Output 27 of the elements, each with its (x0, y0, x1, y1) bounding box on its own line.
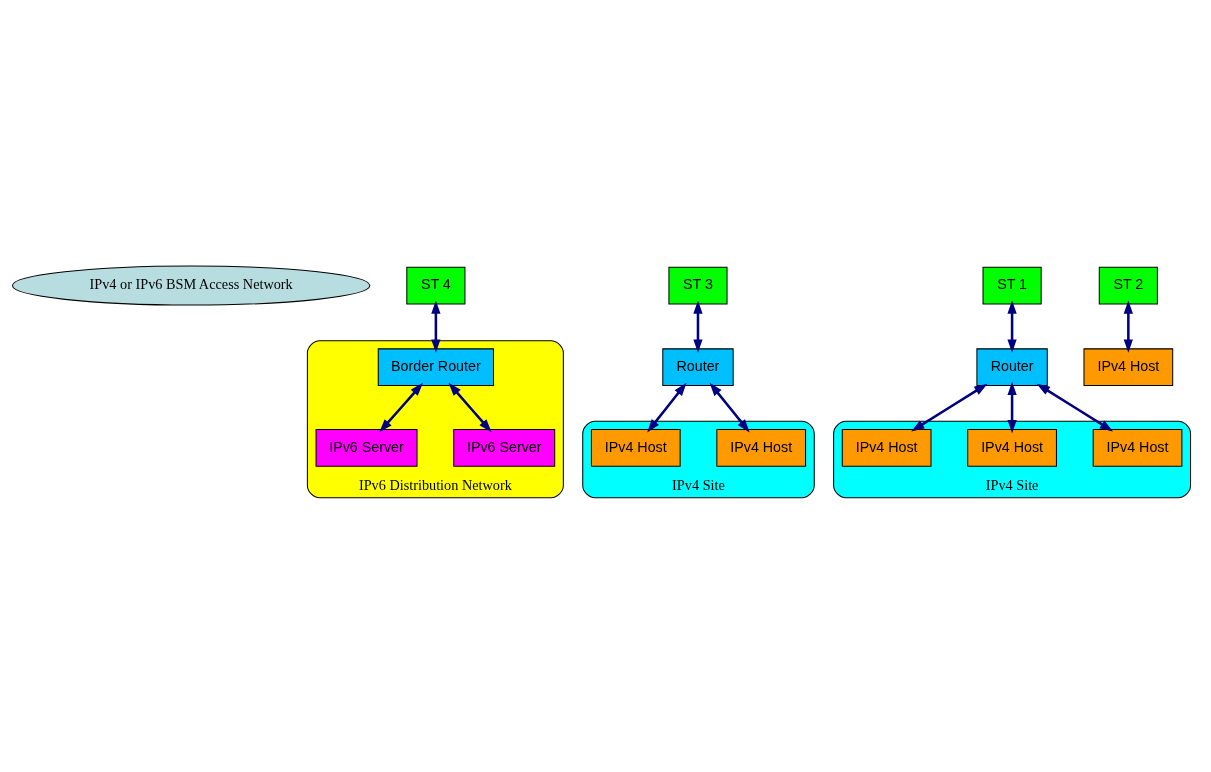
arrow (1036, 383, 1114, 432)
node-box: IPv6 Server (453, 428, 556, 467)
node-box: IPv4 Host (590, 428, 681, 467)
arrow (379, 382, 424, 433)
arrow (431, 300, 441, 353)
node-box: IPv4 Host (1083, 348, 1174, 387)
node-box: ST 4 (406, 266, 466, 305)
arrow (448, 382, 492, 433)
node-box: Router (662, 348, 734, 387)
node-box: ST 1 (982, 266, 1042, 305)
node-box: IPv4 Host (841, 428, 932, 467)
node-box: ST 3 (668, 266, 728, 305)
arrow (709, 382, 750, 433)
node-box: Border Router (377, 348, 494, 387)
node-box: Router (976, 348, 1048, 387)
arrow (1123, 300, 1133, 353)
arrow (911, 383, 988, 432)
arrow (647, 382, 687, 433)
node-ellipse: IPv4 or IPv6 BSM Access Network (11, 265, 371, 306)
arrow (1007, 381, 1017, 434)
node-box: IPv4 Host (716, 428, 807, 467)
node-box: IPv4 Host (1092, 428, 1183, 467)
node-box: IPv4 Host (967, 428, 1057, 467)
arrow (1007, 300, 1017, 353)
node-box: ST 2 (1098, 266, 1158, 305)
node-box: IPv6 Server (315, 428, 418, 467)
arrow (693, 300, 703, 353)
